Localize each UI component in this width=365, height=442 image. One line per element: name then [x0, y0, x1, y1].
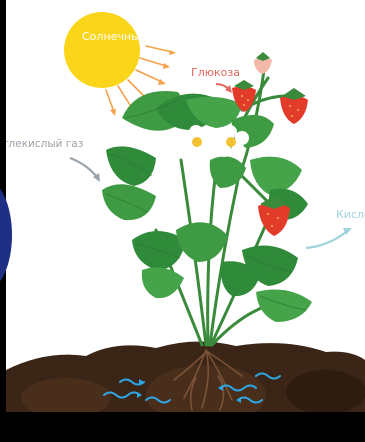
flower: [179, 125, 215, 157]
co2-arrow: [70, 158, 100, 182]
sunlight-label: Солнечный свет: [82, 30, 176, 43]
plant-illustration: [6, 0, 365, 412]
strawberry: [280, 88, 308, 124]
sun-icon: [64, 12, 140, 88]
carbon-dioxide-label: глекислый газ: [6, 138, 83, 150]
oxygen-arrow: [306, 228, 352, 248]
strawberry-unripe: [254, 52, 272, 74]
glucose-label: Глюкоза: [191, 66, 240, 79]
glucose-arrow: [216, 84, 232, 93]
photosynthesis-diagram: Солнечный свет Глюкоза глекислый газ Кис…: [6, 0, 365, 412]
oxygen-label: Кисло: [336, 208, 365, 221]
